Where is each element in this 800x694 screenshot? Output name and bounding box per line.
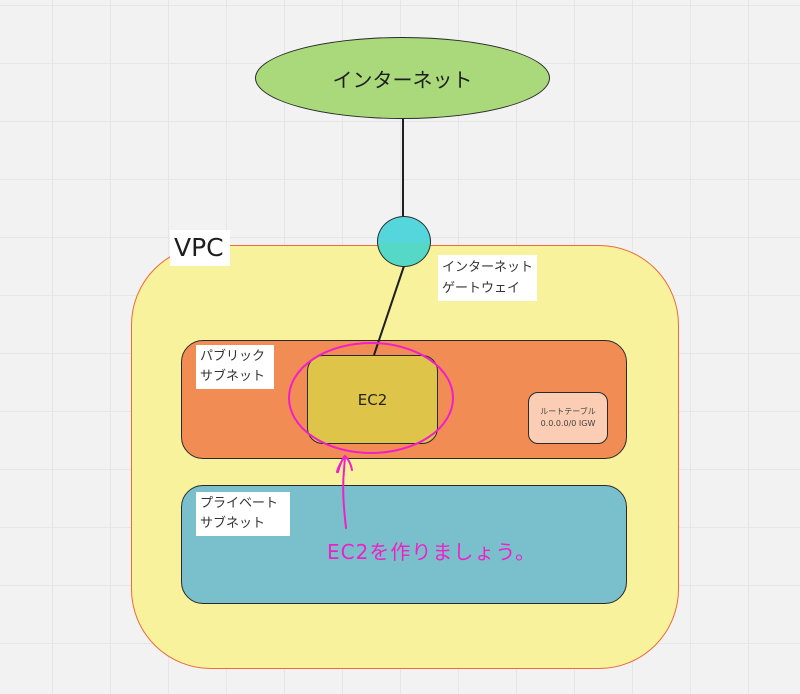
private-subnet-label-line-1: プライベート: [200, 496, 279, 511]
internet-gateway-node[interactable]: [377, 216, 431, 267]
public-subnet-label-line-2: サブネット: [200, 369, 266, 384]
route-table[interactable]: ルートテーブル 0.0.0.0/0 IGW: [528, 392, 608, 444]
vpc-label: VPC: [170, 230, 230, 266]
igw-label-line-2: ゲートウェイ: [442, 281, 521, 296]
public-subnet-label-line-1: パブリック: [200, 349, 266, 364]
ec2-label: EC2: [357, 390, 388, 409]
internet-node[interactable]: インターネット: [255, 37, 550, 119]
private-subnet-label-line-2: サブネット: [200, 516, 266, 531]
annotation-text: EC2を作りましょう。: [327, 540, 537, 564]
route-table-route: 0.0.0.0/0 IGW: [540, 419, 596, 428]
private-subnet-label: プライベート サブネット: [196, 492, 290, 536]
internet-gateway-label: インターネット ゲートウェイ: [438, 255, 538, 301]
route-table-title: ルートテーブル: [540, 407, 596, 416]
ec2-instance[interactable]: EC2: [307, 355, 438, 444]
internet-label: インターネット: [332, 67, 473, 92]
igw-label-line-1: インターネット: [442, 260, 534, 275]
public-subnet-label: パブリック サブネット: [196, 345, 274, 389]
